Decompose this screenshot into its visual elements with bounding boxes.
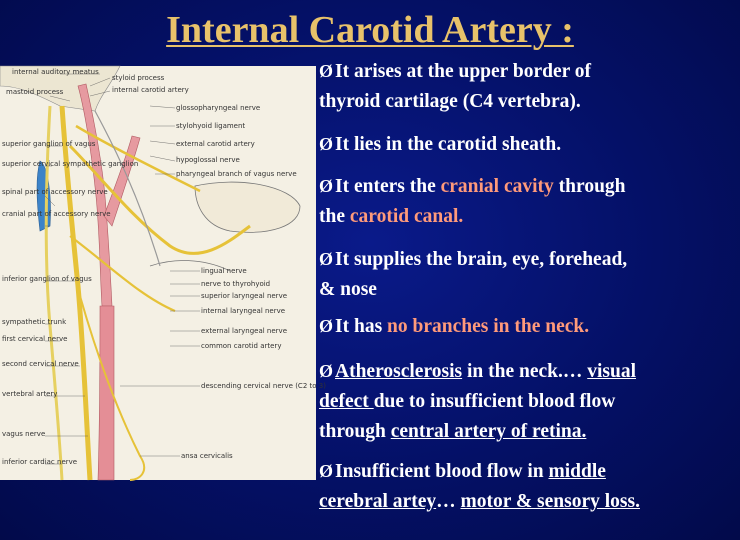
- figure-label: first cervical nerve: [2, 335, 67, 343]
- figure-label: nerve to thyrohyoid: [201, 280, 270, 288]
- bullet-arrow-icon: Ø: [319, 361, 334, 381]
- figure-label: external laryngeal nerve: [201, 327, 287, 335]
- figure-label: vertebral artery: [2, 390, 57, 398]
- anatomy-drawing: internal auditory meatus mastoid process…: [0, 65, 326, 481]
- figure-label: vagus nerve: [2, 430, 45, 438]
- external-carotid-artery: [103, 135, 141, 227]
- figure-label: inferior ganglion of vagus: [2, 275, 92, 283]
- figure-label: superior cervical sympathetic ganglion: [2, 160, 138, 168]
- hypoglossal-nerve: [68, 144, 251, 255]
- figure-label: glossopharyngeal nerve: [176, 104, 260, 112]
- figure-label: common carotid artery: [201, 342, 281, 350]
- figure-label: pharyngeal branch of vagus nerve: [176, 170, 297, 178]
- figure-label: inferior cardiac nerve: [2, 458, 77, 466]
- figure-label: lingual nerve: [201, 267, 247, 275]
- figure-label: internal auditory meatus: [12, 68, 99, 76]
- leader-lines: [44, 73, 200, 465]
- figure-label: internal laryngeal nerve: [201, 307, 285, 315]
- bullet-arrow-icon: Ø: [319, 61, 334, 81]
- bullet-arrow-icon: Ø: [319, 176, 334, 196]
- bullet-arrow-icon: Ø: [319, 134, 334, 154]
- bullet-arrow-icon: Ø: [319, 249, 334, 269]
- figure-label: superior laryngeal nerve: [201, 292, 287, 300]
- glossopharyngeal-nerve: [75, 124, 201, 193]
- anatomy-illustration: internal auditory meatus mastoid process…: [0, 65, 326, 481]
- figure-label: hypoglossal nerve: [176, 156, 240, 164]
- skull-base: [0, 65, 121, 112]
- figure-label: stylohyoid ligament: [176, 122, 245, 130]
- bullet-arrow-icon: Ø: [319, 461, 334, 481]
- sympathetic-trunk: [44, 105, 64, 481]
- figure-label: spinal part of accessory nerve: [2, 188, 108, 196]
- ansa-cervicalis: [79, 295, 146, 481]
- figure-label: superior ganglion of vagus: [2, 140, 96, 148]
- vagus-nerve: [59, 105, 93, 481]
- figure-label: cranial part of accessory nerve: [2, 210, 111, 218]
- figure-label: ansa cervicalis: [181, 452, 233, 460]
- slide-title: Internal Carotid Artery :: [166, 9, 574, 51]
- superior-laryngeal-nerve: [69, 235, 176, 313]
- figure-label: sympathetic trunk: [2, 318, 67, 326]
- stylohyoid-ligament: [94, 110, 161, 267]
- figure-label: styloid process: [112, 74, 165, 82]
- figure-label: descending cervical nerve (C2 to 3): [201, 382, 326, 390]
- bullet-arrow-icon: Ø: [319, 316, 334, 336]
- tongue-outline: [194, 181, 301, 233]
- figure-label: mastoid process: [6, 88, 64, 96]
- figure-label: internal carotid artery: [112, 86, 189, 94]
- figure-label: external carotid artery: [176, 140, 255, 148]
- figure-label: second cervical nerve: [2, 360, 79, 368]
